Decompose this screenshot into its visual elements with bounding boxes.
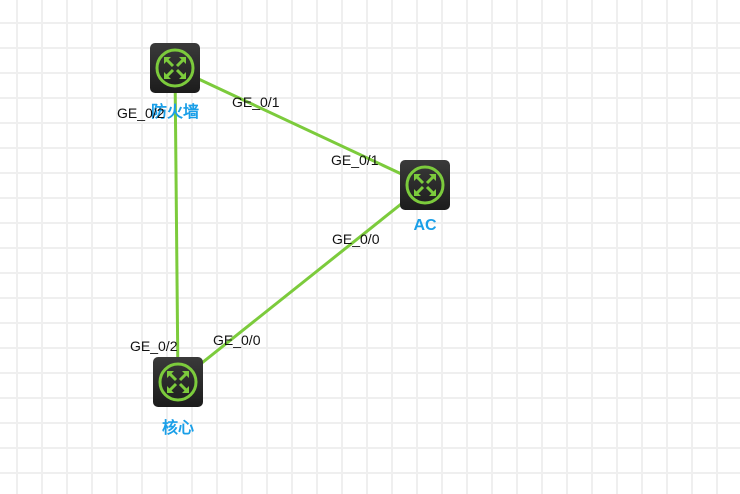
port-label: GE_0/0: [213, 332, 261, 348]
link-firewall-ac[interactable]: [174, 66, 426, 187]
port-label: GE_0/1: [331, 152, 379, 168]
link-firewall-core[interactable]: [173, 67, 180, 383]
port-label: GE_0/2: [130, 338, 178, 354]
port-label: GE_0/1: [232, 94, 280, 110]
port-label: GE_0/0: [332, 231, 380, 247]
device-ac[interactable]: [400, 160, 450, 210]
port-label: GE_0/2: [117, 105, 165, 121]
device-label-ac[interactable]: AC: [413, 217, 437, 234]
device-firewall[interactable]: [150, 43, 200, 93]
device-label-core[interactable]: 核心: [161, 420, 195, 437]
device-core[interactable]: [153, 357, 203, 407]
link-ac-core[interactable]: [177, 183, 426, 384]
device-label-firewall[interactable]: 防火墙: [150, 104, 200, 121]
